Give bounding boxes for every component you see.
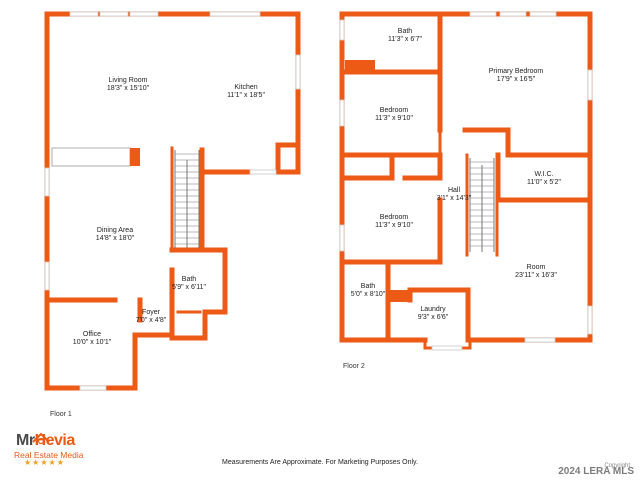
- kitchen-counter: [51, 147, 131, 167]
- room-name: Bedroom: [379, 214, 409, 221]
- watermark-mls: 2024 LERA MLS: [558, 466, 634, 477]
- room-name: Living Room: [108, 77, 148, 84]
- room-label-foyer: Foyer 7'0" x 4'8": [136, 309, 167, 325]
- room-label-bath-lower: Bath 5'0" x 8'10": [351, 283, 386, 299]
- room-label-bath-f1: Bath 5'9" x 6'11": [172, 276, 206, 292]
- room-label-bedroom-lower: Bedroom 11'3" x 9'10": [375, 214, 413, 230]
- room-name: Primary Bedroom: [488, 68, 544, 75]
- room-label-primary-bedroom: Primary Bedroom 17'9" x 16'5": [489, 68, 543, 84]
- room-dims: 3'1" x 14'3": [436, 195, 472, 202]
- room-name: Kitchen: [234, 84, 258, 91]
- watermark-copyright: Copyright: [604, 463, 630, 469]
- room-dims: 7'0" x 4'8": [135, 317, 167, 324]
- bath2-vanity: [388, 290, 408, 302]
- room-label-wic: W.I.C. 11'0" x 5'2": [527, 171, 561, 187]
- logo-name-part2: Hevia: [34, 432, 76, 449]
- room-name: Room: [526, 264, 546, 271]
- floor2-windows: [339, 11, 593, 351]
- room-label-kitchen: Kitchen 11'1" x 18'5": [227, 84, 265, 100]
- logo-subtitle: Real Estate Media: [14, 450, 84, 460]
- room-dims: 9'3" x 6'6": [417, 314, 449, 321]
- logo-wordmark: MrHevia: [16, 432, 75, 450]
- room-name: Bath: [181, 276, 197, 283]
- room-label-bath-top: Bath 11'3" x 6'7": [388, 28, 422, 44]
- room-dims: 18'3" x 15'10": [106, 85, 150, 92]
- room-name: Bedroom: [379, 107, 409, 114]
- room-label-room: Room 23'11" x 16'3": [515, 264, 557, 280]
- fireplace: [130, 148, 140, 166]
- room-dims: 11'3" x 9'10": [375, 222, 413, 229]
- floor2-label: Floor 2: [343, 363, 365, 370]
- rating-stars-icon: ★★★★★: [24, 458, 65, 467]
- floor1-label: Floor 1: [50, 411, 72, 418]
- room-dims: 23'11" x 16'3": [515, 272, 557, 279]
- room-name: Bath: [397, 28, 413, 35]
- room-dims: 11'0" x 5'2": [527, 179, 561, 186]
- room-name: Foyer: [142, 309, 160, 316]
- room-label-living-room: Living Room 18'3" x 15'10": [107, 77, 149, 93]
- room-label-laundry: Laundry 9'3" x 6'6": [418, 306, 449, 322]
- room-dims: 5'9" x 6'11": [172, 284, 206, 291]
- room-dims: 11'1" x 18'5": [227, 92, 265, 99]
- room-dims: 11'3" x 9'10": [375, 115, 413, 122]
- room-label-dining-area: Dining Area 14'8" x 18'0": [96, 227, 134, 243]
- room-dims: 17'9" x 16'5": [496, 76, 536, 83]
- room-dims: 5'0" x 8'10": [350, 291, 386, 298]
- room-dims: 14'8" x 18'0": [95, 235, 135, 242]
- bath-vanity: [345, 60, 375, 72]
- room-name: Bath: [360, 283, 376, 290]
- room-name: Dining Area: [96, 227, 134, 234]
- room-label-office: Office 10'0" x 10'1": [73, 331, 111, 347]
- room-name: Laundry: [420, 306, 446, 313]
- room-label-hall: Hall 3'1" x 14'3": [437, 187, 472, 203]
- room-label-bedroom-upper: Bedroom 11'3" x 9'10": [375, 107, 413, 123]
- room-dims: 10'0" x 10'1": [72, 339, 112, 346]
- logo-house-icon: [32, 432, 50, 445]
- room-dims: 11'3" x 6'7": [388, 36, 422, 43]
- floor1-stairs: [174, 150, 200, 248]
- room-name: Office: [82, 331, 102, 338]
- room-name: W.I.C.: [534, 171, 554, 178]
- room-name: Hall: [447, 187, 461, 194]
- floor1-windows: [44, 11, 301, 391]
- disclaimer-text: Measurements Are Approximate. For Market…: [222, 459, 418, 466]
- logo-name-part1: Mr: [16, 432, 35, 449]
- floor2-stairs: [465, 153, 499, 257]
